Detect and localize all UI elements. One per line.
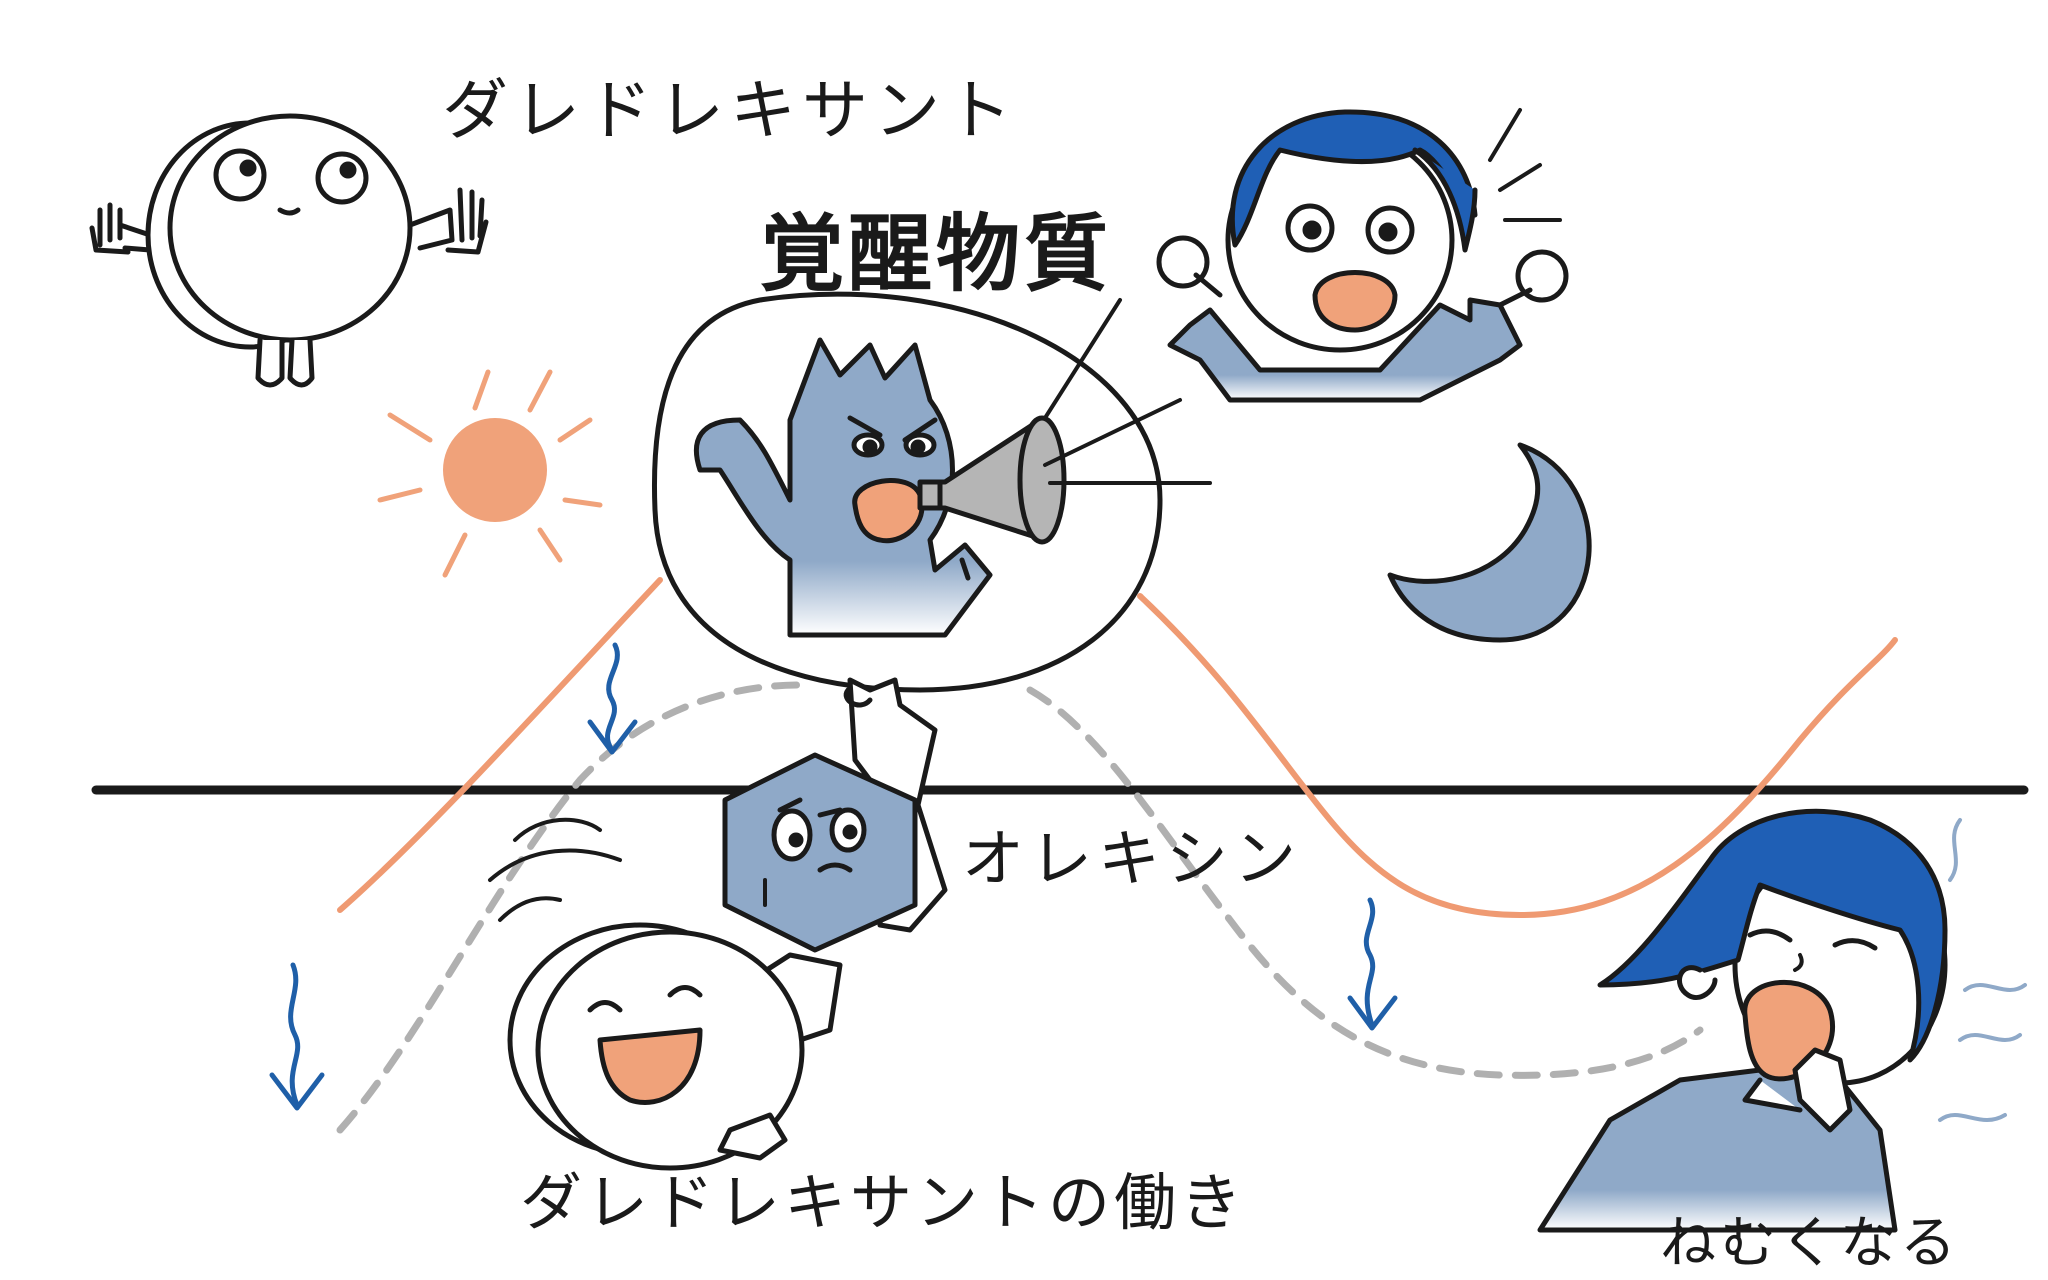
megaphone-icon — [917, 415, 1067, 545]
orexin-label: オレキシン — [962, 822, 1303, 895]
down-arrow-icon — [1347, 897, 1398, 1031]
drowsy-wave-lines — [1938, 818, 2027, 1122]
drug-name-label: ダレドレキサント — [442, 72, 1018, 149]
sun-icon — [377, 369, 603, 578]
drug-pill-character-laughing — [488, 817, 843, 1171]
sleepy-label: ねむくなる — [1660, 1211, 1960, 1276]
awake-person — [1156, 108, 1569, 403]
wake-level-curve — [337, 577, 1898, 919]
orexin-level-curve — [336, 681, 1704, 1134]
moon-icon — [1387, 442, 1592, 643]
orexin-character — [722, 677, 948, 953]
down-arrow-icon — [269, 962, 325, 1111]
shout-lines — [1043, 298, 1212, 485]
down-arrow-icon — [587, 642, 638, 755]
drug-pill-character-standing — [89, 113, 489, 388]
wake-substance-label: 覚醒物質 — [760, 205, 1113, 303]
wake-substance-bubble — [651, 291, 1163, 693]
sleepy-person — [1537, 808, 1948, 1233]
wake-substance-character — [693, 337, 993, 638]
drug-action-label: ダレドレキサントの働き — [520, 1166, 1247, 1239]
